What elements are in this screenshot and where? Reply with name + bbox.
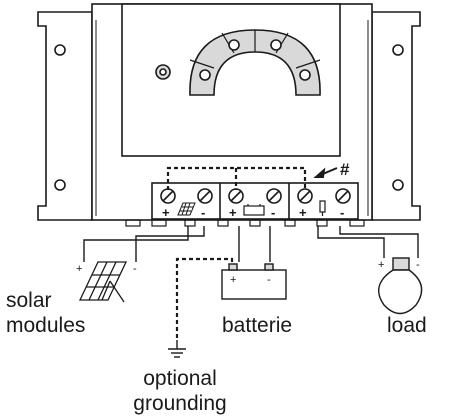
terminal-screw-icon — [297, 188, 313, 204]
cable-slot-rail — [125, 219, 365, 227]
battery-mini-icon — [243, 204, 265, 216]
lamp-mini-icon — [319, 200, 326, 216]
ground-label-line1: optional — [143, 367, 217, 390]
terminal-screw-icon — [197, 188, 213, 204]
solar-panel-icon — [78, 261, 128, 303]
led-icon — [228, 39, 240, 51]
solar-modules-label: solar modules — [6, 288, 85, 338]
led-indicator-arc — [189, 29, 321, 96]
led-icon — [299, 69, 311, 81]
left-mounting-flange — [37, 11, 93, 221]
mounting-hole — [54, 44, 66, 56]
mounting-hole — [54, 179, 66, 191]
terminal-block — [151, 182, 359, 220]
panel-plus-sign: + — [76, 263, 82, 275]
right-mounting-flange — [371, 11, 421, 221]
battery-icon — [221, 263, 287, 300]
battery-minus-sign: - — [267, 274, 271, 286]
solar-panel-mini-icon — [177, 202, 196, 216]
terminal-screw-icon — [266, 188, 282, 204]
ground-symbol-icon — [168, 340, 186, 358]
arrow-icon — [313, 167, 338, 178]
ground-bus-dashed — [166, 166, 307, 190]
led-icon — [199, 69, 211, 81]
load-label: load — [387, 314, 427, 337]
led-icon — [270, 39, 282, 51]
terminal-minus-sign: - — [201, 205, 205, 220]
battery-label: batterie — [222, 314, 293, 337]
bulb-minus-sign: - — [416, 259, 420, 271]
solar-label-line1: solar — [6, 289, 52, 312]
push-button-icon — [155, 64, 171, 80]
solar-wiring — [83, 226, 205, 262]
load-wiring — [317, 226, 419, 258]
terminal-plus-sign: + — [299, 205, 307, 220]
battery-wiring — [238, 226, 271, 262]
battery-plus-sign: + — [230, 274, 236, 286]
mounting-hole — [392, 179, 404, 191]
mounting-hole — [392, 44, 404, 56]
hash-mark: # — [340, 160, 350, 179]
ground-wire-dashed — [175, 257, 234, 340]
terminal-plus-sign: + — [229, 205, 237, 220]
terminal-screw-icon — [335, 188, 351, 204]
light-bulb-icon — [378, 257, 423, 315]
optional-grounding-label: optional grounding — [120, 366, 240, 416]
ground-label-line2: grounding — [133, 392, 227, 415]
terminal-minus-sign: - — [271, 205, 275, 220]
bulb-plus-sign: + — [378, 259, 384, 271]
panel-minus-sign: - — [133, 263, 137, 275]
terminal-plus-sign: + — [162, 205, 170, 220]
solar-label-line2: modules — [6, 314, 86, 337]
terminal-minus-sign: - — [340, 205, 344, 220]
